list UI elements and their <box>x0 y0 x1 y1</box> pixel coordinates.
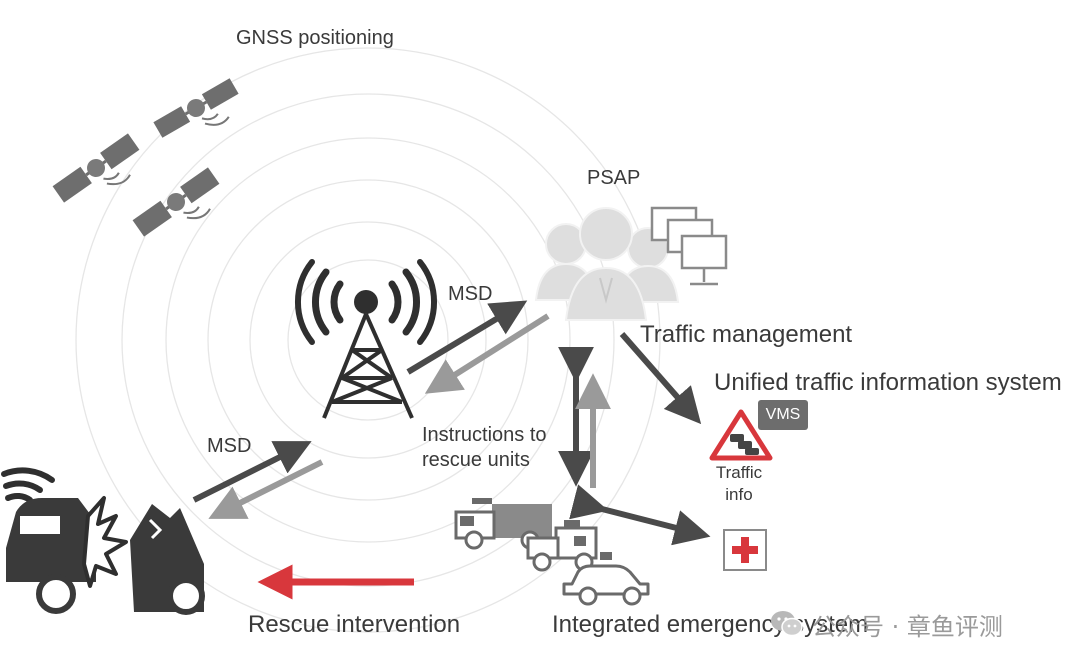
msd-label-upper: MSD <box>448 283 493 305</box>
watermark-text: 公众号 · 章鱼评测 <box>812 612 1003 641</box>
instructions-label-line1: Instructions to <box>422 424 547 446</box>
satellite-icon <box>153 78 239 138</box>
traffic-info-label-line1: Traffic <box>715 463 763 482</box>
traffic-warning-sign-icon <box>709 409 773 461</box>
crashed-car-icon <box>130 504 205 615</box>
emergency-hospital-double-arrow <box>569 484 711 546</box>
msd-label-lower: MSD <box>207 435 252 457</box>
vms-badge: VMS <box>758 400 808 430</box>
instructions-arrow-psap-to-tower <box>424 313 550 394</box>
cell-tower-icon <box>295 259 437 419</box>
crashed-car-icon <box>6 498 96 614</box>
psap-label: PSAP <box>587 167 641 189</box>
fire-truck-icon <box>454 498 552 550</box>
wechat-icon <box>771 611 803 637</box>
police-car-icon <box>562 552 650 606</box>
watermark: 公众号 · 章鱼评测 <box>770 604 1003 644</box>
ambulance-icon <box>526 520 598 572</box>
psap-operators-icon <box>534 207 680 321</box>
collision-burst-icon <box>82 496 128 588</box>
traffic-info-label-line2: info <box>725 485 753 504</box>
monitor-icon <box>650 206 728 286</box>
unified-traffic-system-label: Unified traffic information system <box>714 369 1062 396</box>
instructions-arrow-tower-to-car <box>208 459 324 519</box>
signal-rings <box>75 47 661 633</box>
satellite-icon <box>52 133 140 203</box>
psap-to-traffic-info-arrow <box>619 332 702 425</box>
traffic-management-label: Traffic management <box>640 321 853 348</box>
gnss-label: GNSS positioning <box>236 27 394 49</box>
integrated-emergency-label: Integrated emergency system <box>552 611 869 638</box>
hospital-cross-icon <box>723 529 767 571</box>
satellite-icon <box>132 167 220 237</box>
rescue-intervention-label: Rescue intervention <box>248 611 461 638</box>
vehicle-signal-icon <box>1 467 55 503</box>
instructions-label-line2: rescue units <box>422 449 530 471</box>
